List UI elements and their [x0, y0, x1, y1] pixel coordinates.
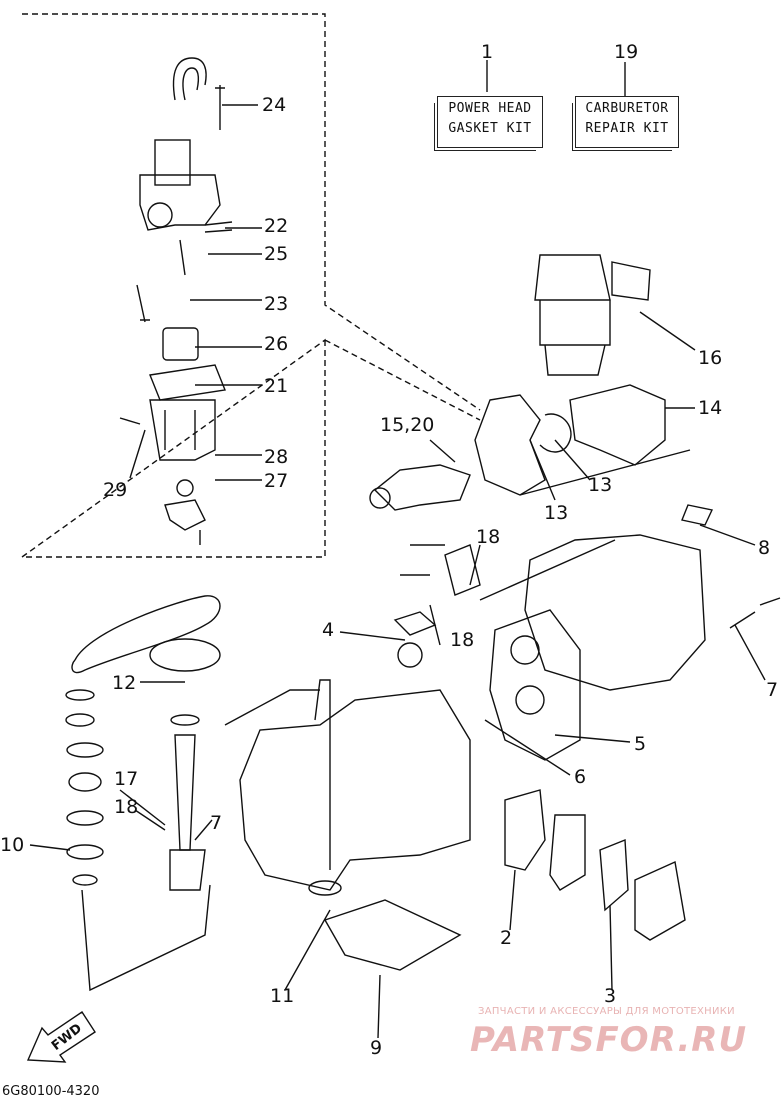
crankcase [239, 611, 471, 896]
callout-5: 5 [634, 733, 647, 755]
callout-17: 17 [114, 768, 139, 790]
callout-4: 4 [322, 619, 335, 641]
carburetor-repair-kit-box: CARBURETOR REPAIR KIT [575, 96, 679, 148]
timing-belt-crankshaft [65, 595, 221, 891]
diagram-part-number: 6G80100-4320 [2, 1084, 100, 1099]
cylinder-block [400, 504, 781, 761]
callout-16: 16 [698, 347, 723, 369]
watermark-tagline: ЗАПЧАСТИ И АКСЕССУАРЫ ДЛЯ МОТОТЕХНИКИ [478, 1006, 735, 1017]
carburetor-group-frame [19, 13, 481, 558]
callout-21: 21 [264, 375, 289, 397]
callout-3: 3 [604, 985, 617, 1007]
callout-13-right: 13 [588, 474, 613, 496]
fwd-arrow [26, 1011, 96, 1063]
lower-gaskets [323, 789, 686, 971]
callout-22: 22 [264, 215, 289, 237]
callout-8: 8 [758, 537, 771, 559]
intake-reed-assembly [369, 254, 666, 511]
callout-11: 11 [270, 985, 295, 1007]
callout-18-mid: 18 [450, 629, 475, 651]
watermark-logo: PARTSFOR.RU [470, 1020, 748, 1060]
callout-7-left: 7 [210, 812, 223, 834]
callout-27: 27 [264, 470, 289, 492]
callout-2: 2 [500, 927, 513, 949]
callout-29: 29 [103, 479, 128, 501]
carburetor-assembly [119, 57, 233, 545]
callout-14: 14 [698, 397, 723, 419]
callout-25: 25 [264, 243, 289, 265]
callout-15-20: 15,20 [380, 414, 435, 436]
leader-lines [29, 60, 766, 1039]
callout-13-left: 13 [544, 502, 569, 524]
callout-18-left: 18 [114, 796, 139, 818]
callout-12: 12 [112, 672, 137, 694]
callout-18-top: 18 [476, 526, 501, 548]
callout-26: 26 [264, 333, 289, 355]
carburetor-kit-line2: REPAIR KIT [585, 121, 669, 136]
power-head-kit-line2: GASKET KIT [448, 121, 532, 136]
power-head-gasket-kit-box: POWER HEAD GASKET KIT [437, 96, 543, 148]
carburetor-kit-line1: CARBURETOR [585, 101, 669, 116]
callout-6: 6 [574, 766, 587, 788]
callout-24: 24 [262, 94, 287, 116]
callout-19: 19 [614, 41, 639, 63]
callout-23: 23 [264, 293, 289, 315]
callout-9: 9 [370, 1037, 383, 1059]
callout-1: 1 [481, 41, 494, 63]
power-head-kit-line1: POWER HEAD [448, 101, 532, 116]
callout-28: 28 [264, 446, 289, 468]
callout-10: 10 [0, 834, 25, 856]
callout-7-right: 7 [766, 679, 779, 701]
